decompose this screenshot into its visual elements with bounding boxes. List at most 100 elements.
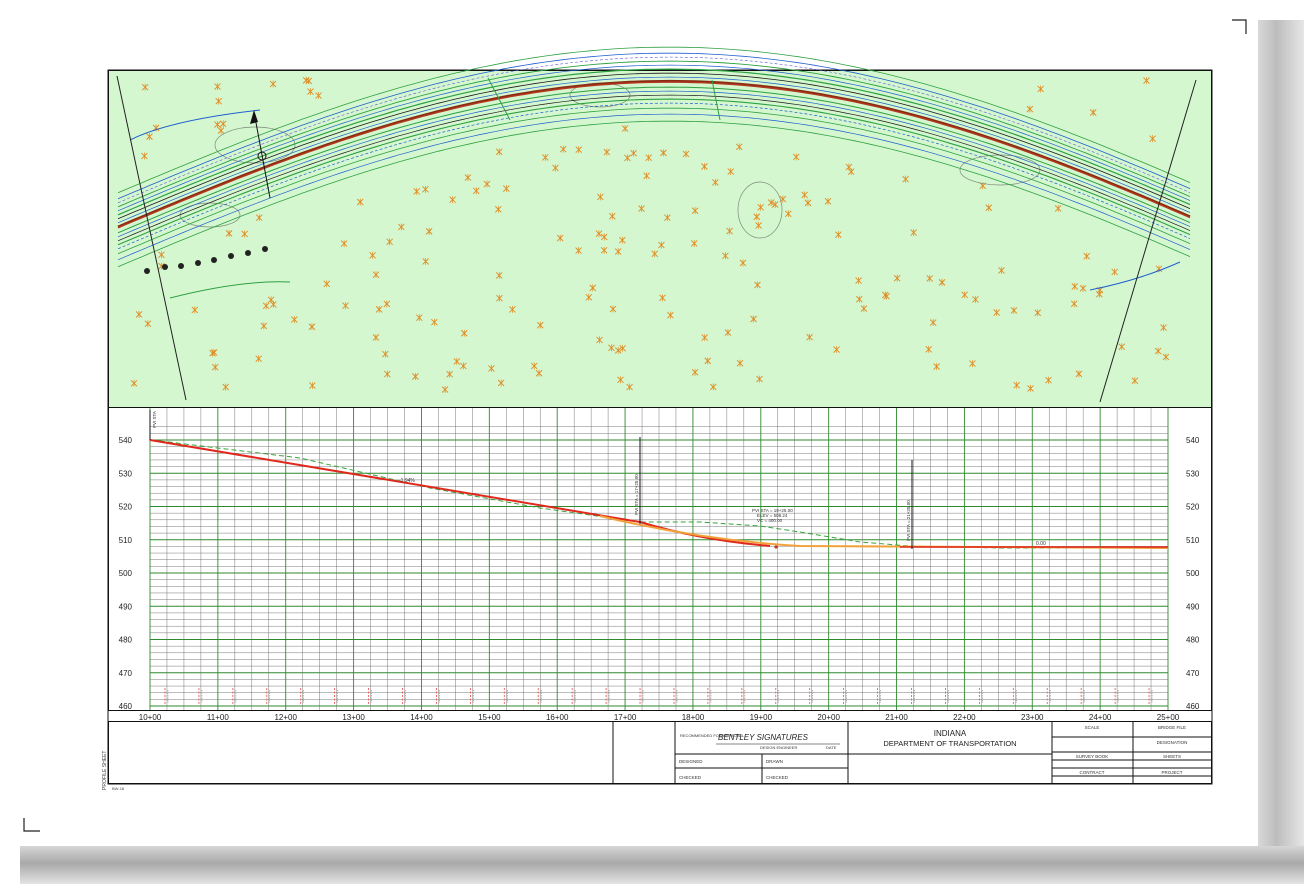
tree-symbol-icon: [1111, 268, 1119, 276]
tree-symbol-icon: [431, 318, 438, 326]
tree-symbol-icon: [397, 223, 405, 231]
title-block-frame: [108, 721, 1212, 784]
tree-symbol-icon: [804, 199, 812, 207]
vertical-curve-labels: PVI STA = 19+25.00 ELEV = 508.24 VC = 40…: [752, 508, 793, 523]
roadway-line: [117, 120, 1191, 268]
tree-symbol-icon: [614, 346, 622, 354]
tree-symbol-icon: [771, 201, 779, 209]
tree-symbol-icon: [626, 383, 633, 391]
tree-symbol-icon: [727, 168, 735, 176]
tree-symbol-icon: [135, 310, 143, 318]
tree-symbol-icon: [497, 379, 505, 387]
elevation-label-left: 480: [119, 636, 133, 645]
tree-symbol-icon: [323, 280, 331, 288]
tree-symbol-icon: [494, 205, 502, 213]
tree-symbol-icon: [589, 284, 597, 292]
approval-caption: RECOMMENDED FOR APPROVAL: [680, 733, 745, 738]
tree-symbol-icon: [383, 300, 391, 308]
roadway-line: [117, 64, 1191, 212]
tree-symbol-icon: [724, 329, 732, 337]
tree-symbol-icon: [614, 248, 622, 256]
tree-symbol-icon: [225, 229, 233, 237]
tree-symbol-icon: [144, 320, 152, 328]
scale-label: SCALE: [1085, 725, 1100, 730]
tree-symbol-icon: [617, 376, 624, 384]
date-caption: DATE: [826, 745, 837, 750]
roadway-line: [117, 79, 1191, 228]
tree-symbol-icon: [369, 251, 376, 259]
station-label: 25+00: [1157, 713, 1180, 722]
vc-label-sta: PVI STA = 19+25.00: [752, 508, 793, 513]
tree-symbol-icon: [215, 97, 222, 105]
vc-label-vc: VC = 400.00: [757, 518, 783, 523]
tree-symbol-icon: [530, 362, 538, 370]
elevation-label-left: 470: [119, 669, 133, 678]
station-label: 10+00: [139, 713, 162, 722]
tree-symbol-icon: [307, 88, 314, 96]
roadway-line: [117, 98, 1191, 246]
tree-symbol-icon: [1027, 384, 1034, 392]
roadway-line: [117, 76, 1191, 224]
vc-label-elev: ELEV = 508.24: [757, 513, 788, 518]
plan-tree-symbols: [130, 76, 1170, 394]
elevation-label-left: 530: [119, 469, 133, 478]
roadway-line: [117, 56, 1191, 204]
tree-symbol-icon: [660, 149, 667, 157]
tree-symbol-icon: [495, 148, 503, 156]
contract-label: CONTRACT: [1080, 770, 1105, 775]
plan-view[interactable]: [108, 46, 1212, 408]
tree-symbol-icon: [453, 357, 461, 365]
tree-symbol-icon: [342, 302, 349, 310]
tree-symbol-icon: [972, 295, 979, 303]
station-label: 12+00: [274, 713, 297, 722]
tree-symbol-icon: [630, 149, 637, 157]
elevation-label-right: 500: [1186, 569, 1200, 578]
tree-symbol-icon: [929, 319, 937, 327]
tree-symbol-icon: [315, 92, 322, 100]
tree-symbol-icon: [938, 278, 946, 286]
tree-symbol-icon: [969, 360, 976, 368]
tree-symbol-icon: [1070, 300, 1078, 308]
tree-symbol-icon: [925, 345, 933, 353]
tree-symbol-icon: [267, 296, 275, 304]
tree-symbol-icon: [726, 227, 733, 235]
tree-symbol-icon: [552, 164, 559, 172]
grade-label-2: 0.00: [1036, 541, 1046, 547]
side-drive-line: [1089, 261, 1181, 291]
grade-label-1: -1.94%: [399, 478, 415, 484]
tree-symbol-icon: [712, 178, 719, 186]
tree-symbol-icon: [372, 271, 380, 279]
tree-symbol-icon: [255, 214, 263, 222]
plan-roadway-lines: [117, 46, 1191, 299]
tree-symbol-icon: [488, 364, 495, 372]
tree-symbol-icon: [596, 193, 604, 201]
tree-symbol-icon: [722, 252, 729, 260]
elevation-label-left: 510: [119, 536, 133, 545]
tree-symbol-icon: [701, 162, 708, 170]
tree-symbol-icon: [305, 77, 313, 85]
tree-symbol-icon: [1160, 324, 1167, 332]
tree-symbol-icon: [308, 323, 316, 331]
tree-symbol-icon: [933, 363, 940, 371]
tree-symbol-icon: [585, 293, 593, 301]
tree-symbol-icon: [893, 274, 901, 282]
title-block[interactable]: RECOMMENDED FOR APPROVAL BENTLEY SIGNATU…: [108, 721, 1213, 785]
tree-symbol-icon: [536, 321, 544, 329]
tree-symbol-icon: [691, 207, 699, 215]
tree-symbol-icon: [446, 370, 453, 378]
tree-symbol-icon: [214, 121, 221, 129]
project-label: PROJECT: [1161, 770, 1182, 775]
roadway-line: [117, 113, 1191, 261]
tree-symbol-icon: [755, 221, 762, 229]
tree-symbol-icon: [386, 238, 394, 246]
tree-symbol-icon: [1054, 204, 1062, 212]
tree-symbol-icon: [1096, 290, 1103, 298]
tree-symbol-icon: [509, 305, 516, 313]
tree-symbol-icon: [219, 120, 227, 128]
tree-symbol-icon: [556, 234, 564, 242]
tree-symbol-icon: [767, 199, 775, 207]
roadway-line: [117, 52, 1191, 200]
